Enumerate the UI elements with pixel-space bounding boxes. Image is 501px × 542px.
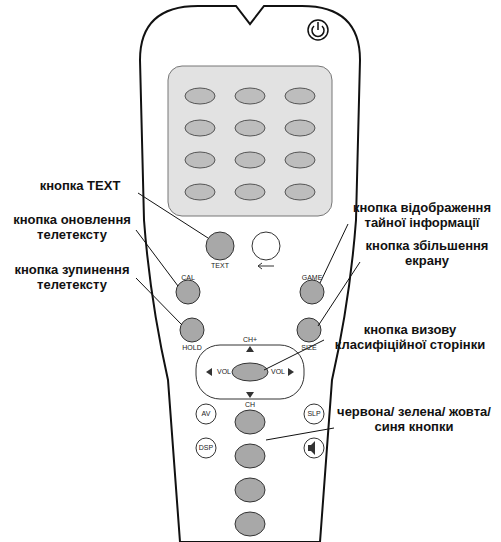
- size-button: [297, 318, 321, 342]
- mute-symbol: [308, 441, 315, 455]
- button-label: CH: [238, 401, 262, 409]
- button-label: DSP: [194, 444, 218, 452]
- button-label: HOLD: [180, 344, 204, 352]
- callout-label: кнопка визову класифіційної сторінки: [322, 322, 498, 352]
- return-button: [252, 232, 280, 260]
- button-label: VOL: [214, 368, 234, 376]
- return-arrow: [258, 263, 274, 269]
- button-label: CH+: [238, 336, 262, 344]
- button-label: SIZE: [297, 344, 321, 352]
- button-label: TEXT: [208, 262, 232, 270]
- reveal-button: [300, 280, 324, 304]
- navigation-pad: [196, 345, 304, 399]
- hold-button: [180, 318, 204, 342]
- callout-label: кнопка зупинення телетексту: [4, 262, 140, 292]
- button-label: VOL: [268, 368, 288, 376]
- callout-label: кнопка збільшення екрану: [356, 238, 498, 268]
- update-button: [176, 280, 200, 304]
- callout-label: кнопка TEXT: [22, 178, 138, 193]
- power-symbol: [312, 22, 324, 36]
- button-label: CAL: [176, 274, 200, 282]
- power-button: [308, 20, 328, 40]
- button-label: AV: [194, 410, 218, 418]
- keypad-panel: [168, 66, 332, 216]
- color-buttons: [235, 410, 265, 536]
- text-button: [206, 232, 234, 260]
- callout-label: червона/ зелена/ жовта/ синя кнопки: [332, 404, 496, 434]
- callout-label: кнопка відображення тайної інформації: [346, 200, 498, 230]
- leader-lines: [136, 193, 360, 440]
- number-keys: [185, 88, 315, 200]
- button-label: GAME: [300, 274, 324, 282]
- mute-button: [304, 438, 324, 458]
- index-button: [232, 363, 268, 381]
- button-label: SLP: [302, 410, 326, 418]
- remote-body: [140, 6, 360, 542]
- nav-arrows: [206, 346, 294, 398]
- callout-label: кнопка оновлення телетексту: [4, 212, 140, 242]
